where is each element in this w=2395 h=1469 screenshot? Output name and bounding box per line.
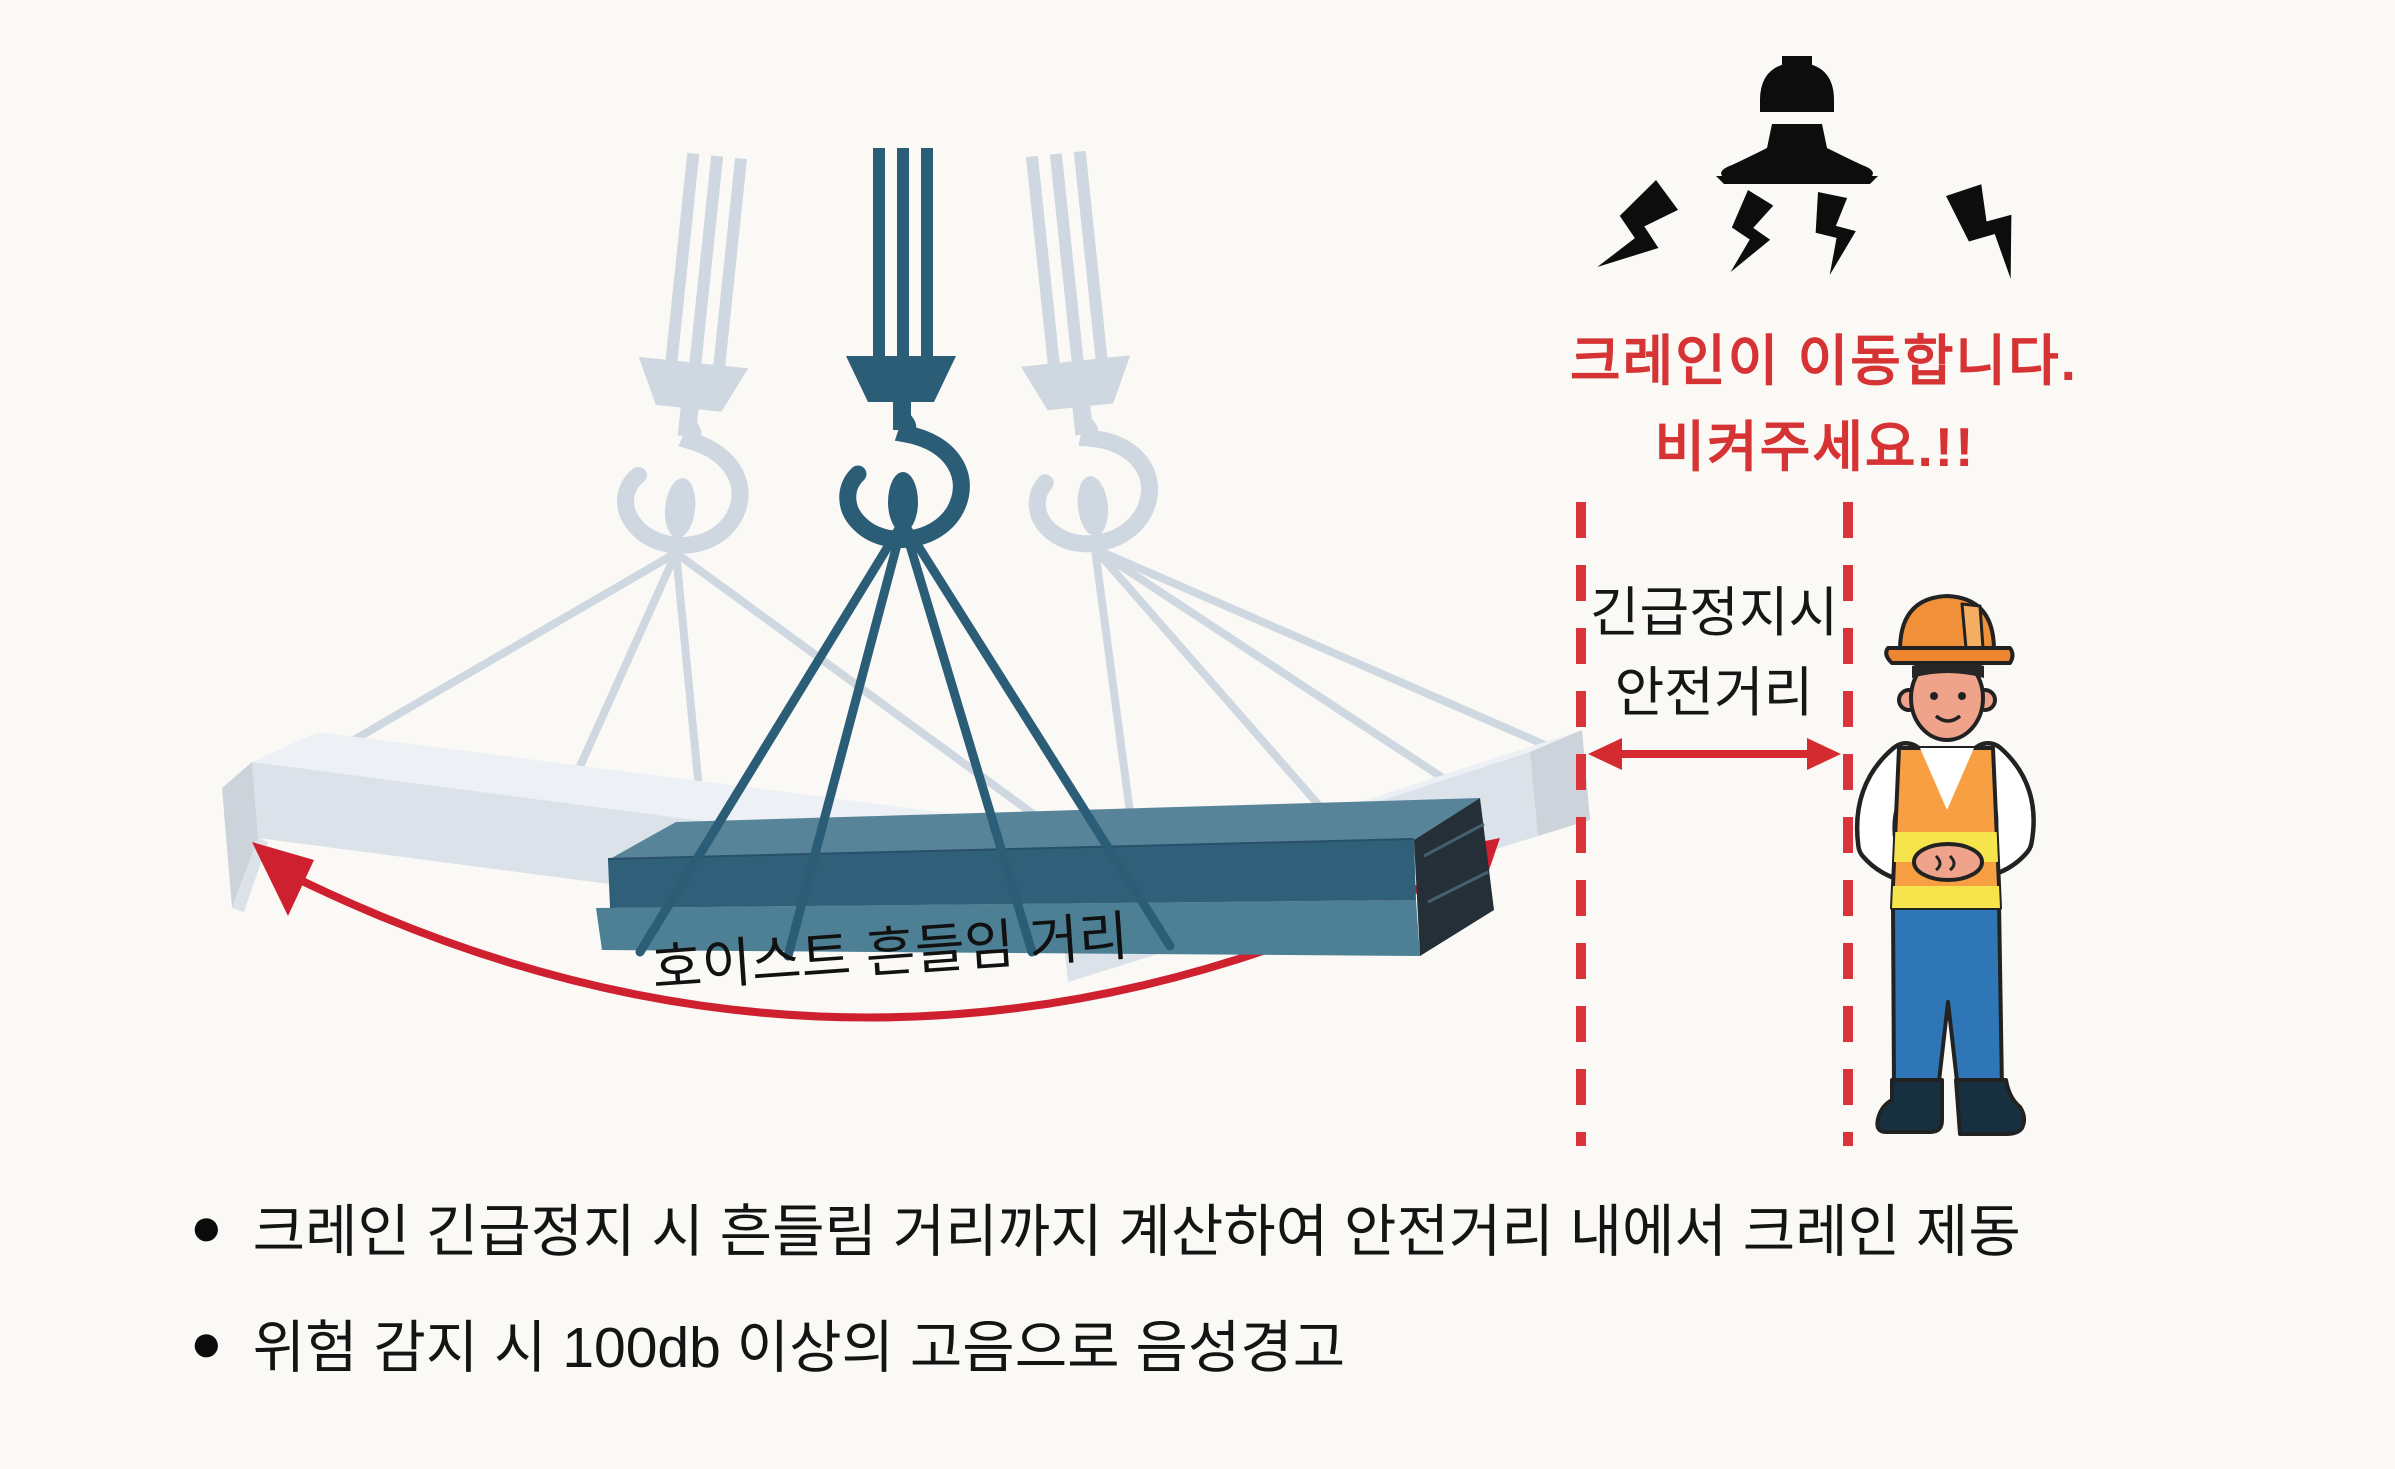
bullet-icon: ● (190, 1313, 223, 1373)
hard-hat-icon (1884, 594, 2015, 665)
slings (635, 517, 1175, 961)
worker-pants (1891, 900, 2004, 1092)
hoist-hook-icon (846, 148, 961, 539)
note-item: ● 크레인 긴급정지 시 흔들림 거리까지 계산하여 안전거리 내에서 크레인 … (190, 1186, 2021, 1268)
note-item: ● 위험 감지 시 100db 이상의 고음으로 음성경고 (190, 1302, 2021, 1384)
worker-figure (1854, 594, 2036, 1136)
notes-list: ● 크레인 긴급정지 시 흔들림 거리까지 계산하여 안전거리 내에서 크레인 … (190, 1186, 2021, 1418)
bullet-icon: ● (190, 1197, 223, 1257)
safety-distance-label-line1: 긴급정지시 (1589, 583, 1839, 643)
safety-distance-label-line2: 안전거리 (1614, 663, 1814, 723)
ghost-hoist-left (620, 150, 776, 551)
lightning-bolts-icon (1588, 171, 2043, 290)
alarm-bell-icon (1716, 56, 1878, 184)
worker-boot-right (1954, 1078, 2027, 1136)
crane-moving-warning-line1: 크레인이 이동합니다. (1570, 330, 2078, 392)
note-text-audio-warning: 위험 감지 시 100db 이상의 고음으로 음성경고 (252, 1316, 1346, 1380)
crane-moving-warning-line2: 비켜주세요.!! (1654, 416, 1976, 478)
ghost-hoist-right (999, 148, 1155, 549)
worker-boot-left (1875, 1078, 1944, 1134)
note-text-braking: 크레인 긴급정지 시 흔들림 거리까지 계산하여 안전거리 내에서 크레인 제동 (252, 1200, 2021, 1264)
worker-hands (1912, 842, 1984, 882)
safety-distance-arrow (1588, 738, 1841, 770)
worker-head (1897, 654, 1997, 742)
